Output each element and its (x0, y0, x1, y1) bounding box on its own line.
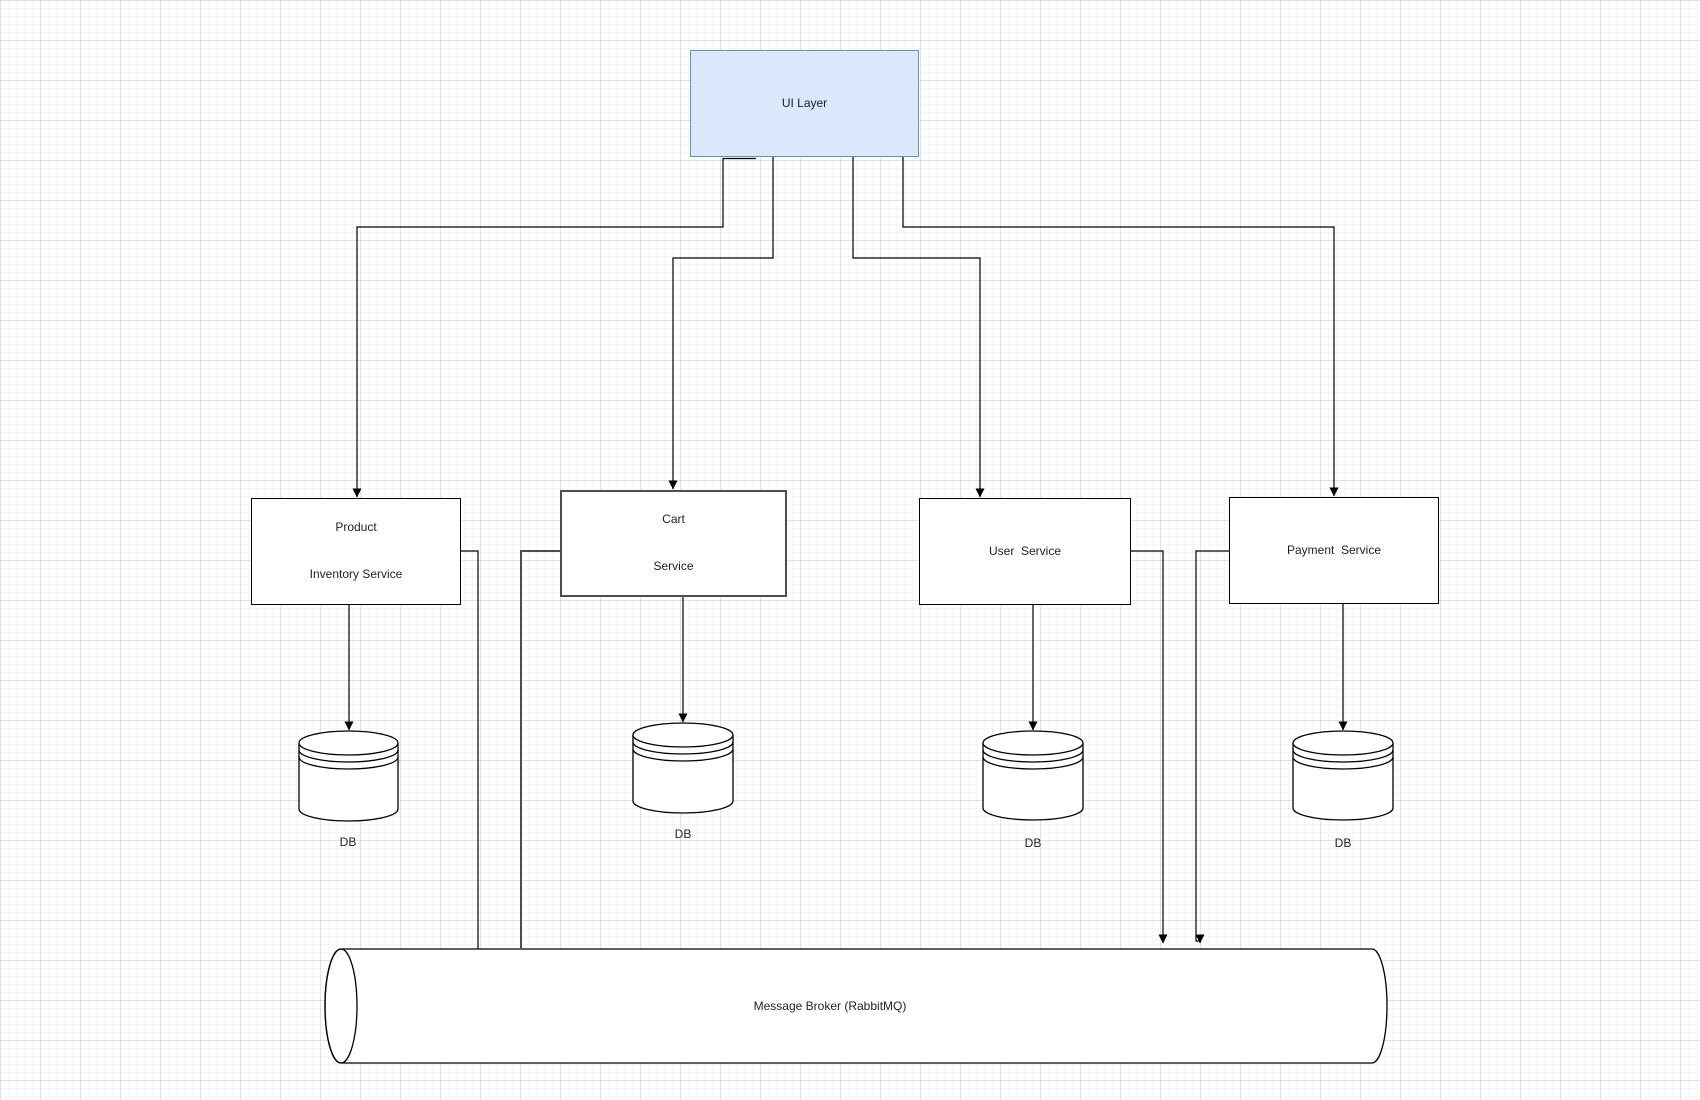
service-box-user[interactable]: User Service (919, 498, 1131, 605)
connector-ui-to-user-service (852, 157, 985, 498)
ui-layer-label: UI Layer (781, 95, 828, 110)
connector-ui-to-cart-service (668, 157, 774, 490)
db-label-user: DB (1024, 836, 1042, 850)
service-box-product-inventory[interactable]: Product Inventory Service (251, 498, 461, 605)
connector-payment-service-to-broker (1195, 550, 1229, 944)
connector-user-service-to-broker (1131, 550, 1168, 944)
database-cylinder-cart[interactable] (632, 722, 734, 814)
service-label-payment: Payment Service (1286, 542, 1382, 557)
service-box-cart[interactable]: Cart Service (560, 490, 787, 597)
db-label-product: DB (339, 835, 357, 849)
ui-layer-box[interactable]: UI Layer (690, 50, 919, 157)
message-broker-cylinder[interactable] (324, 948, 1388, 1064)
connector-product-service-to-broker (461, 550, 479, 961)
connector-cart-service-to-broker (520, 550, 560, 948)
database-cylinder-product[interactable] (298, 730, 399, 822)
service-label-user: User Service (988, 543, 1062, 558)
db-label-payment: DB (1334, 836, 1352, 850)
connector-ui-to-payment-service (902, 157, 1339, 497)
database-cylinder-payment[interactable] (1292, 730, 1394, 821)
database-cylinder-user[interactable] (982, 730, 1084, 821)
service-label-cart: Cart Service (653, 512, 694, 574)
service-label-product-inventory: Product Inventory Service (309, 520, 403, 582)
db-label-cart: DB (674, 827, 692, 841)
message-broker-label: Message Broker (RabbitMQ) (753, 999, 907, 1013)
connector-ui-to-product-service (352, 157, 756, 498)
service-box-payment[interactable]: Payment Service (1229, 497, 1439, 604)
